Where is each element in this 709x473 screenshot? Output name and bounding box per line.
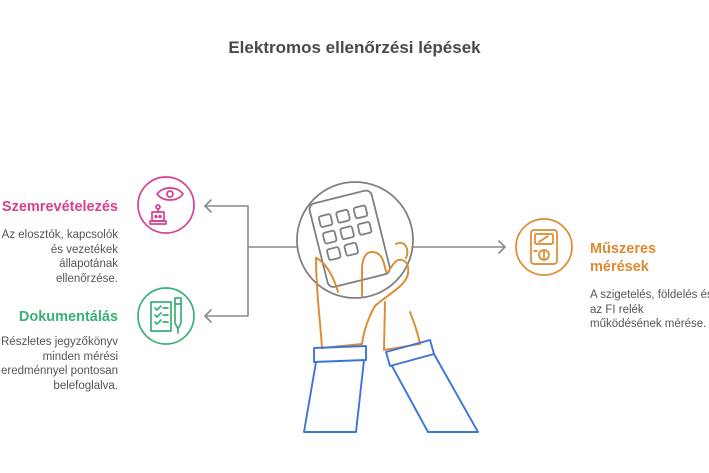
inspection-desc-line: állapotának ellenőrzése. [55,258,118,285]
measurement-desc-line: működésének mérése. [590,318,707,330]
measurement-heading: Műszeres mérések [590,240,656,276]
documentation-desc-line: belefoglalva. [53,379,118,392]
inspection-desc-line: Az elosztók, kapcsolók [1,229,118,241]
documentation-desc-line: minden mérési [42,350,118,363]
documentation-description: Részletes jegyzőkönyv minden mérési ered… [1,335,118,393]
measurement-description: A szigetelés, földelés és az FI relék mű… [590,288,709,332]
documentation-heading: Dokumentálás [18,309,118,325]
hand-calculator-icon [296,181,479,433]
measurement-heading-line: mérések [590,259,649,275]
arrowhead-measurement [498,240,506,254]
arrowhead-inspection [204,199,212,213]
documentation-desc-line: eredménnyel pontosan [1,365,118,377]
connector-to-documentation [204,246,249,317]
connector-to-inspection [204,205,297,248]
arrowhead-documentation [204,309,212,323]
inspection-desc-line: és vezetékek [50,243,118,256]
diagram-title: Elektromos ellenőrzési lépések [228,38,481,57]
documentation-desc-line: Részletes jegyzőkönyv [1,336,118,348]
measurement-desc-line: A szigetelés, földelés és [590,289,709,301]
checklist-pen-icon [137,287,195,345]
inspection-description: Az elosztók, kapcsolók és vezetékek álla… [0,228,118,286]
measurement-desc-line: az FI relék [590,303,644,316]
inspection-heading: Szemrevételezés [1,199,118,215]
measurement-heading-line: Műszeres [590,241,657,257]
eye-robot-icon [137,176,195,234]
multimeter-icon [515,218,573,276]
